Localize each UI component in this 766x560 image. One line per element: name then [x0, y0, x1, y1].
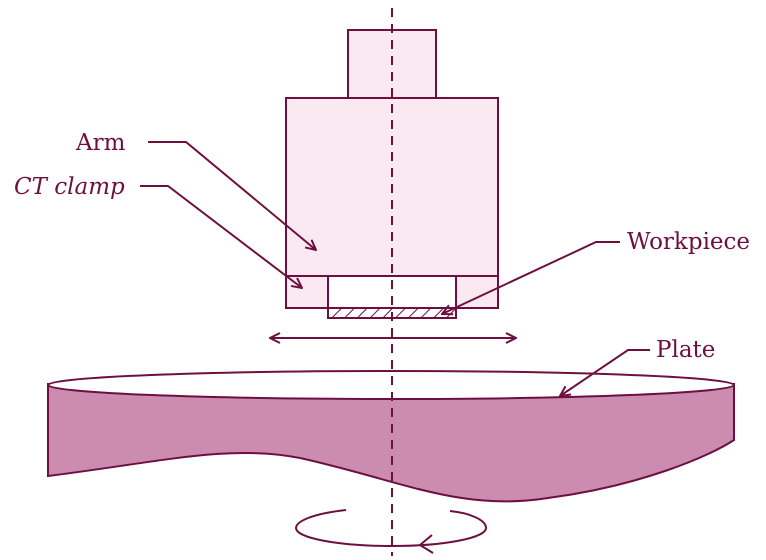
ct-clamp-leader: [140, 185, 302, 288]
arm-label: Arm: [75, 130, 126, 156]
workpiece-label: Workpiece: [627, 229, 750, 255]
plate-leader: [560, 349, 650, 396]
rotation-arrowhead: [418, 534, 434, 554]
workpiece-leader: [442, 241, 620, 314]
arm-leader: [148, 141, 316, 250]
rotation-arrow: [294, 509, 488, 548]
ct-clamp-label: CT clamp: [14, 174, 125, 200]
plate-label: Plate: [656, 337, 715, 363]
